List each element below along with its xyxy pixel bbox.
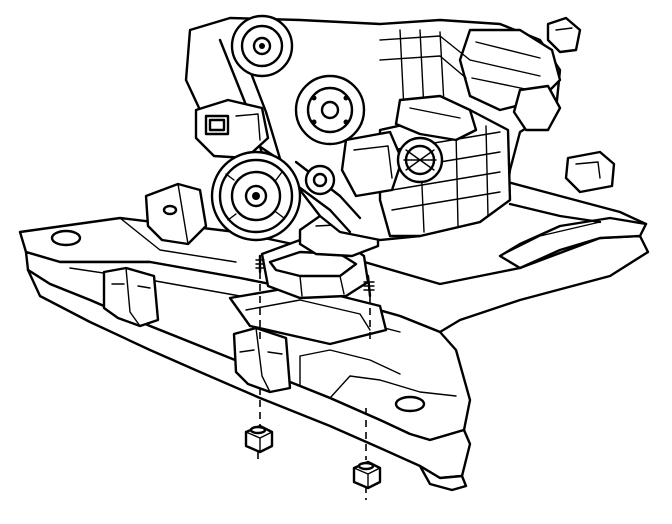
mount-studs [255,254,375,500]
pulley-tensioner [396,136,444,184]
pulleys [210,14,444,242]
pulley-idler [304,164,336,196]
engine-block [184,16,582,242]
pulley-top [230,14,294,78]
mount-nuts [244,424,382,490]
pulley-crank [210,150,302,242]
nut-left [244,424,274,454]
crossmember-brackets [102,182,388,394]
nut-right [352,460,382,490]
pulley-middle [294,74,366,146]
